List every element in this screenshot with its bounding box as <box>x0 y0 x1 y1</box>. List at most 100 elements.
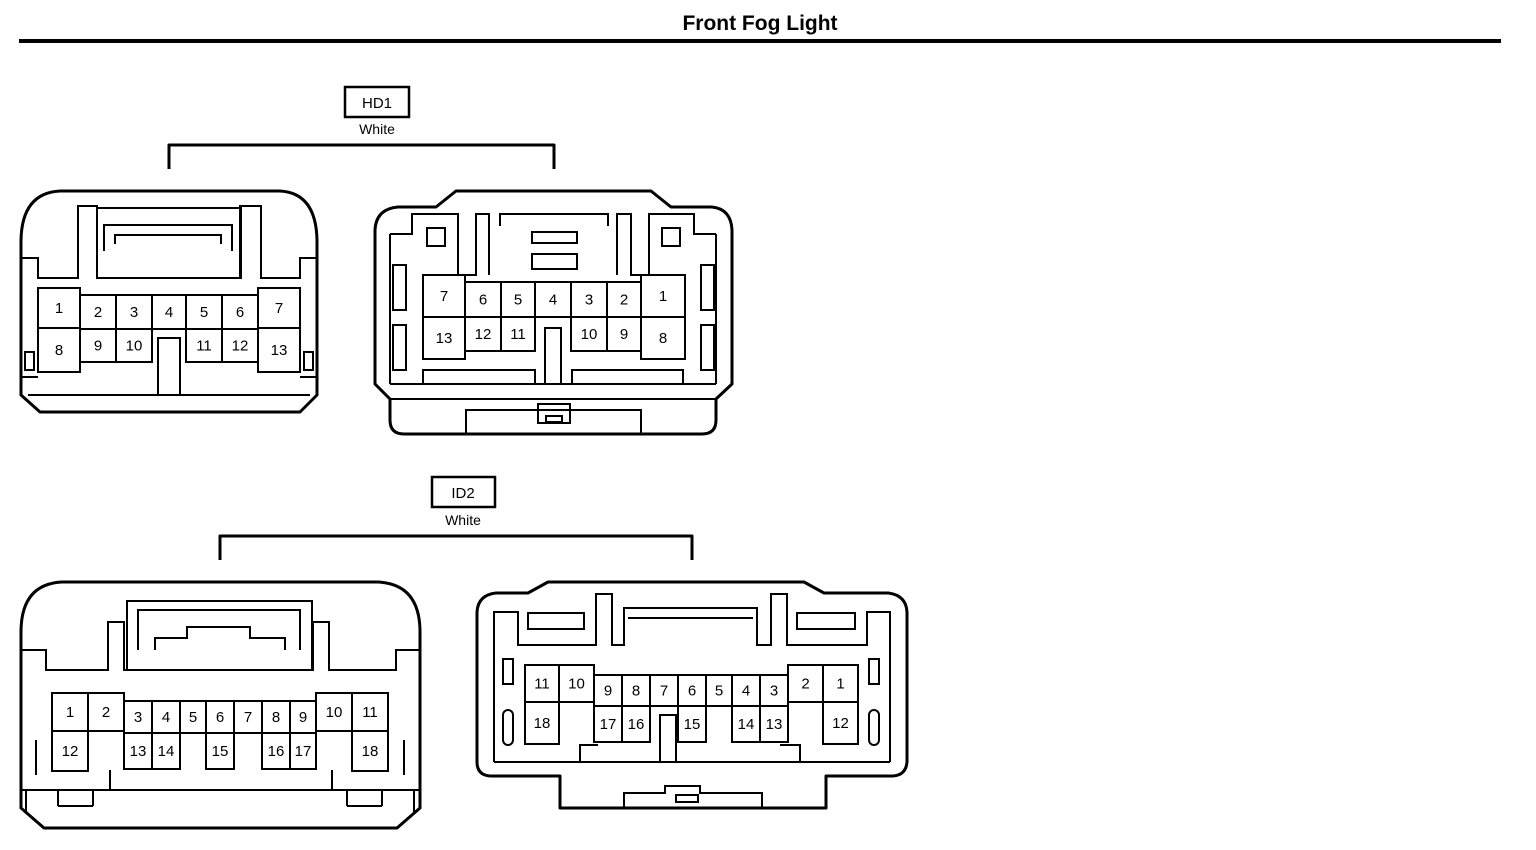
pin-number-label: 4 <box>165 304 173 321</box>
page-title: Front Fog Light <box>682 12 838 35</box>
pin-number-label: 1 <box>659 288 667 305</box>
hd1-color-label: White <box>359 121 395 137</box>
pin-number-label: 8 <box>632 683 640 700</box>
pin-cavity <box>351 730 389 772</box>
pin-number-label: 9 <box>299 709 307 726</box>
pin-number-label: 4 <box>742 683 750 700</box>
pin-number-label: 6 <box>216 709 224 726</box>
pin-cavity <box>570 281 608 318</box>
pin-number-label: 11 <box>362 704 378 721</box>
pin-number-label: 3 <box>130 304 138 321</box>
pin-cavity <box>37 327 81 373</box>
pin-cavity <box>593 705 623 743</box>
hd1-id-box <box>343 85 411 119</box>
pin-number-label: 3 <box>134 709 142 726</box>
pin-number-label: 11 <box>534 676 550 693</box>
hd1-female-connector <box>19 189 319 414</box>
pin-number-label: 14 <box>158 743 175 760</box>
pin-number-label: 10 <box>568 676 585 693</box>
id2-id-label: ID2 <box>451 485 474 502</box>
pin-number-label: 6 <box>479 292 487 309</box>
pin-cavity <box>179 700 207 734</box>
pin-number-label: 17 <box>600 716 617 733</box>
pin-number-label: 14 <box>738 716 755 733</box>
pin-number-label: 13 <box>130 743 147 760</box>
pin-cavity <box>570 316 608 352</box>
pin-number-label: 9 <box>94 338 102 355</box>
pin-number-label: 3 <box>770 683 778 700</box>
pin-number-label: 2 <box>620 292 628 309</box>
pin-number-label: 6 <box>236 304 244 321</box>
pin-number-label: 18 <box>362 743 379 760</box>
pin-number-label: 1 <box>836 676 844 693</box>
pin-number-label: 15 <box>684 716 701 733</box>
pin-number-label: 12 <box>232 338 249 355</box>
pin-cavity <box>621 705 651 743</box>
pin-number-label: 16 <box>268 743 285 760</box>
pin-number-label: 17 <box>295 743 312 760</box>
pin-number-label: 10 <box>126 338 143 355</box>
pin-cavity <box>822 701 859 745</box>
pin-number-label: 2 <box>801 676 809 693</box>
pin-number-label: 7 <box>244 709 252 726</box>
pin-cavity <box>500 316 536 352</box>
pin-number-label: 4 <box>549 292 557 309</box>
pin-cavity <box>79 294 117 330</box>
pin-number-label: 5 <box>200 304 208 321</box>
id2-id-box <box>430 475 497 509</box>
pin-cavity <box>51 730 89 772</box>
pin-number-label: 1 <box>55 300 63 317</box>
pin-cavity <box>315 692 353 732</box>
pin-cavity <box>87 692 125 732</box>
pin-cavity <box>185 294 223 330</box>
pin-number-label: 13 <box>271 342 288 359</box>
id2-bracket <box>218 534 694 560</box>
pin-cavity <box>205 732 235 770</box>
hd1-id-label: HD1 <box>362 95 392 112</box>
pin-number-label: 7 <box>660 683 668 700</box>
pin-cavity <box>151 732 181 770</box>
pin-cavity <box>123 732 153 770</box>
pin-number-label: 15 <box>212 743 229 760</box>
pin-number-label: 8 <box>55 342 63 359</box>
pin-number-label: 12 <box>832 715 849 732</box>
pin-number-label: 2 <box>94 304 102 321</box>
pin-number-label: 12 <box>475 326 492 343</box>
pin-number-label: 12 <box>62 743 79 760</box>
pin-number-label: 2 <box>102 704 110 721</box>
pin-cavity <box>606 316 642 352</box>
pin-number-label: 16 <box>628 716 645 733</box>
pin-number-label: 8 <box>272 709 280 726</box>
pin-cavity <box>115 328 153 363</box>
pin-number-label: 11 <box>510 326 526 343</box>
pin-cavity <box>822 664 859 703</box>
pin-cavity <box>351 692 389 732</box>
pin-number-label: 5 <box>189 709 197 726</box>
pin-cavity <box>79 328 117 363</box>
id2-female-connector <box>19 580 422 830</box>
pin-cavity <box>115 294 153 330</box>
pin-cavity <box>257 327 301 373</box>
pin-number-label: 11 <box>196 338 212 355</box>
pin-number-label: 5 <box>514 292 522 309</box>
pin-cavity <box>464 316 502 352</box>
pin-number-label: 7 <box>440 288 448 305</box>
pin-number-label: 18 <box>534 715 551 732</box>
pin-number-label: 13 <box>766 716 783 733</box>
pin-number-label: 9 <box>604 683 612 700</box>
pin-cavity <box>185 328 223 363</box>
pin-cavity <box>257 287 301 329</box>
id2-color-label: White <box>445 512 481 528</box>
pin-number-label: 13 <box>436 330 453 347</box>
pin-number-label: 9 <box>620 326 628 343</box>
pin-number-label: 7 <box>275 300 283 317</box>
pin-number-label: 5 <box>715 683 723 700</box>
pin-cavity <box>787 664 824 703</box>
pin-cavity <box>731 705 761 743</box>
pin-number-label: 3 <box>585 292 593 309</box>
pin-cavity <box>640 274 686 318</box>
